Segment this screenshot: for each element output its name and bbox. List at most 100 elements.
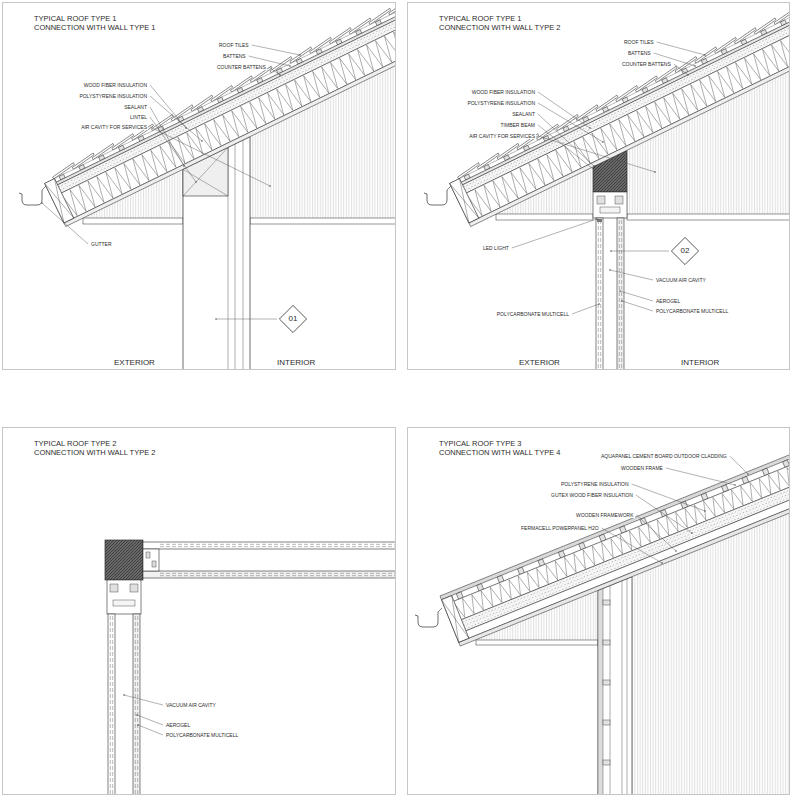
callout-diamond: 01: [279, 305, 307, 333]
led-light: [597, 219, 602, 222]
polycarbonate-skin: [108, 614, 115, 794]
callout-number: 01: [289, 315, 298, 324]
frame-batten: [603, 720, 610, 725]
multicell-line: [621, 220, 622, 369]
frame-profile: [597, 196, 605, 204]
part-label: GUTEX WOOD FIBER INSULATION: [550, 492, 634, 498]
leader-line: [622, 301, 653, 311]
leader-line: [637, 515, 677, 551]
roof-layer: [469, 34, 789, 226]
leader-dot: [279, 74, 281, 76]
part-label: WOODEN FRAME: [620, 465, 664, 471]
wall-layer-line: [627, 579, 628, 794]
frame-batten: [603, 640, 610, 645]
multicell-line: [112, 616, 113, 794]
multicell-line: [160, 544, 395, 545]
part-label: POLYSTYRENE INSULATION: [466, 100, 536, 106]
leader-line: [150, 85, 186, 128]
frame-batten: [603, 760, 610, 765]
part-label: COUNTER BATTENS: [216, 64, 267, 70]
leader-dot: [299, 54, 301, 56]
part-label: COUNTER BATTENS: [621, 61, 672, 67]
leader-dot: [589, 127, 591, 129]
leader-line: [610, 270, 653, 280]
gutter-profile: [424, 190, 447, 205]
eave-fascia: [45, 179, 74, 223]
leader-dot: [694, 65, 696, 67]
leader-line: [611, 251, 669, 252]
leader-line: [572, 304, 599, 314]
callout-diamond: 02: [671, 237, 699, 265]
leader-line: [636, 495, 692, 533]
label-holder: AQUAPANEL CEMENT BOARD OUTDOOR CLADDING: [600, 444, 728, 462]
part-label: AIR CAVITY FOR SERVICES: [468, 133, 536, 139]
leader-line: [730, 456, 748, 474]
soffit-board: [496, 214, 593, 220]
roof-type-1: [42, 3, 395, 227]
leader-dot: [734, 484, 736, 486]
wall-layer-line: [622, 581, 623, 794]
gutter-symbol: [19, 186, 46, 205]
leader-dot: [136, 714, 138, 716]
soffit-board: [83, 218, 183, 224]
part-label: AEROGEL: [165, 722, 191, 728]
part-label: POLYSTYRENE INSULATION: [78, 93, 148, 99]
leader-dot: [41, 202, 43, 204]
aerogel-skin: [617, 218, 624, 369]
leader-dot: [747, 473, 749, 475]
detail-panel: TYPICAL ROOF TYPE 1 CONNECTION WITH WALL…: [2, 2, 396, 370]
leader-dot: [654, 171, 656, 173]
part-label: FERMACELL POWERPANEL H2O: [520, 525, 600, 531]
label-holder: EXTERIOR: [113, 351, 156, 369]
leader-dot: [215, 318, 217, 320]
leader-line: [150, 107, 184, 166]
timber-block: [105, 540, 143, 580]
part-label: WOOD FIBER INSULATION: [471, 89, 536, 95]
frame-profile: [107, 580, 141, 614]
part-label: SEALANT: [123, 104, 148, 110]
leader-line: [666, 468, 735, 485]
wall-type-1: [183, 137, 250, 369]
multicell-line: [137, 616, 138, 794]
side-label: EXTERIOR: [518, 358, 561, 368]
insulation-layer: [457, 9, 789, 223]
multicell-line: [135, 616, 136, 794]
leader-dot: [269, 185, 271, 187]
fascia-cross: [45, 179, 74, 223]
part-label: BATTENS: [627, 50, 652, 56]
leader-dot: [691, 532, 693, 534]
part-label: AQUAPANEL CEMENT BOARD OUTDOOR CLADDING: [600, 453, 728, 459]
leader-dot: [609, 269, 611, 271]
leader-line: [538, 103, 603, 142]
insulation-layer: [52, 9, 395, 223]
polycarbonate-skin: [596, 218, 603, 369]
label-holder: ROOF TILES: [623, 30, 655, 48]
frame-profile: [113, 600, 135, 606]
leader-dot: [137, 724, 139, 726]
leader-dot: [602, 141, 604, 143]
leader-dot: [201, 140, 203, 142]
window-head-frame: [593, 192, 627, 218]
frame-profile: [110, 584, 118, 592]
fascia-cross: [45, 179, 74, 223]
leader-dot: [606, 179, 608, 181]
roof-layer: [451, 474, 789, 635]
frame-profile: [600, 207, 620, 213]
leader-dot: [195, 181, 197, 183]
part-label: TIMBER BEAM: [500, 122, 536, 128]
leader-dot: [675, 550, 677, 552]
label-holder: GUTTER: [90, 232, 113, 250]
cladding-board: [598, 588, 603, 794]
side-label: INTERIOR: [276, 358, 316, 368]
label-holder: INTERIOR: [680, 351, 720, 369]
ceiling-board: [250, 218, 395, 224]
polycarbonate-skin: [143, 542, 395, 549]
insulation-layer: [444, 455, 789, 623]
leader-dot: [619, 290, 621, 292]
label-holder: VACUUM AIR CAVITY: [655, 268, 707, 286]
label-holder: POLYCARBONATE MULTICELL: [496, 302, 570, 320]
